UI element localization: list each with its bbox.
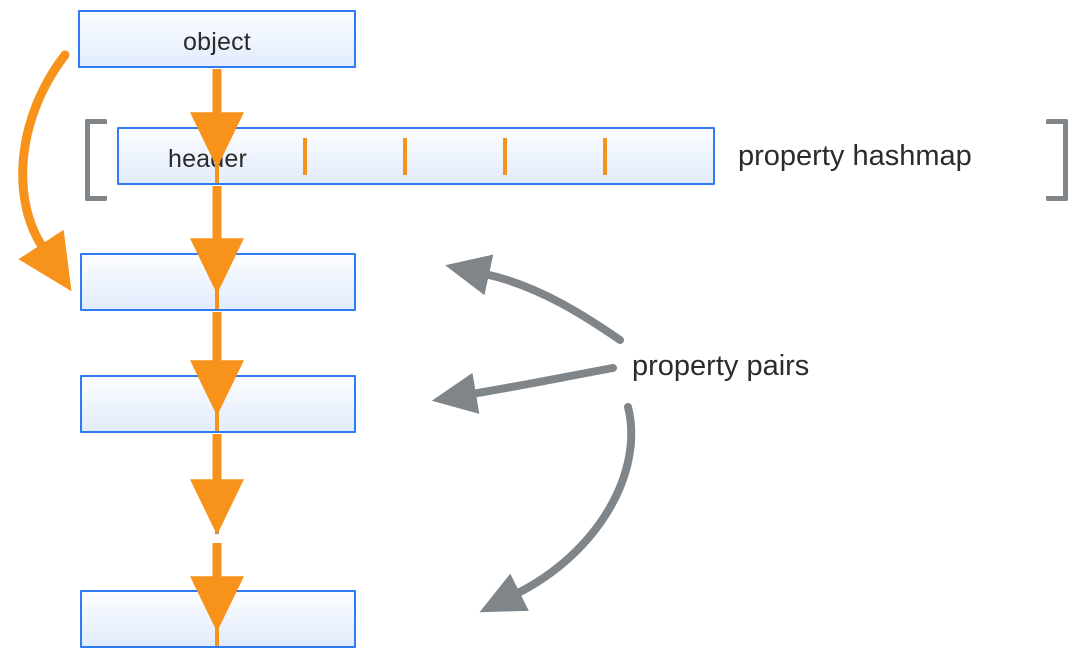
ellipsis-dot-2 [215,512,219,516]
hashmap-slot-tick-2 [403,138,407,175]
chain-thread-pair-3 [215,594,219,646]
arrow-pairs-label-to-pair-3 [479,403,636,613]
property-hashmap-label: property hashmap [738,140,972,172]
object-box [78,10,356,68]
arrow-object-to-first-pair-curved [18,50,72,292]
header-cell-label: header [167,145,248,173]
hashmap-open-bracket-icon [85,119,107,201]
hashmap-slot-tick-3 [503,138,507,175]
chain-thread-pair-2 [215,379,219,431]
chain-thread-hashmap [215,131,219,183]
arrow-pairs-label-to-pair-2 [431,364,617,414]
arrow-pairs-label-to-pair-1 [445,254,624,344]
hashmap-slot-tick-4 [603,138,607,175]
object-box-label: object [183,28,251,56]
ellipsis-dot-1 [215,494,219,498]
ellipsis-dot-3 [215,530,219,534]
hashmap-slot-tick-1 [303,138,307,175]
property-pairs-label: property pairs [632,350,810,382]
chain-thread-pair-1 [215,257,219,309]
hashmap-close-bracket-icon [1046,119,1068,201]
